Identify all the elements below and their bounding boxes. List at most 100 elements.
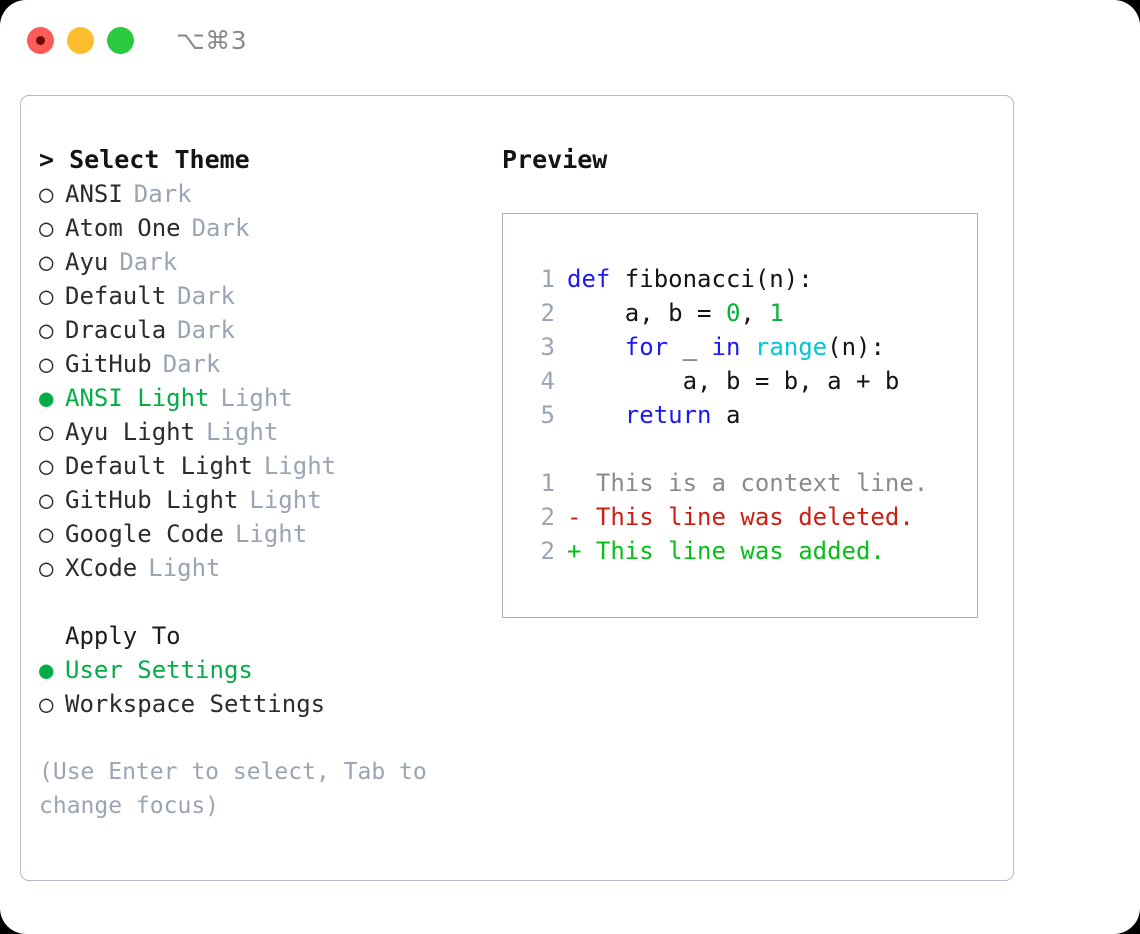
line-number: 1 bbox=[540, 265, 555, 293]
theme-option-github-light[interactable]: ○ GitHub Light Light bbox=[39, 483, 479, 517]
code-line: 4 a, b = b, a + b bbox=[503, 364, 977, 398]
line-number: 5 bbox=[540, 401, 555, 429]
code-line: 3 for _ in range(n): bbox=[503, 330, 977, 364]
list-spacer bbox=[39, 585, 479, 619]
code-token-kw: in bbox=[711, 333, 741, 361]
theme-name: ANSI bbox=[65, 180, 123, 208]
theme-name: ANSI Light bbox=[65, 384, 210, 412]
code-line-content: a, b = 0, 1 bbox=[567, 296, 784, 330]
close-button[interactable] bbox=[27, 26, 54, 54]
code-token-plain: fibonacci(n): bbox=[624, 265, 813, 293]
code-line-content: return a bbox=[567, 398, 741, 432]
theme-name: Default bbox=[65, 282, 167, 310]
code-line: 2 a, b = 0, 1 bbox=[503, 296, 977, 330]
radio-unselected-icon: ○ bbox=[39, 316, 54, 344]
theme-name: Atom One bbox=[65, 214, 181, 242]
code-line: 1 def fibonacci(n): bbox=[503, 262, 977, 296]
code-line-content: This is a context line. bbox=[567, 466, 928, 500]
minimize-button[interactable] bbox=[67, 26, 94, 54]
code-line: 5 return a bbox=[503, 398, 977, 432]
theme-option-google-code[interactable]: ○ Google Code Light bbox=[39, 517, 479, 551]
code-line: 1 This is a context line. bbox=[503, 466, 977, 500]
code-token-kw: def bbox=[567, 265, 625, 293]
radio-unselected-icon: ○ bbox=[39, 520, 54, 548]
code-line-content: def fibonacci(n): bbox=[567, 262, 813, 296]
radio-unselected-icon: ○ bbox=[39, 214, 54, 242]
theme-variant-tag: Light bbox=[220, 384, 293, 412]
radio-selected-icon: ● bbox=[39, 656, 54, 684]
code-token-plain: _ bbox=[668, 333, 712, 361]
theme-option-ansi[interactable]: ○ ANSI Dark bbox=[39, 177, 479, 211]
theme-variant-tag: Dark bbox=[119, 248, 178, 276]
maximize-button[interactable] bbox=[107, 26, 134, 54]
code-line-content: for _ in range(n): bbox=[567, 330, 885, 364]
theme-option-xcode[interactable]: ○ XCode Light bbox=[39, 551, 479, 585]
code-line: 2 + This line was added. bbox=[503, 534, 977, 568]
radio-unselected-icon: ○ bbox=[39, 486, 54, 514]
code-token-plain: (n): bbox=[827, 333, 885, 361]
radio-unselected-icon: ○ bbox=[39, 690, 54, 718]
theme-name: XCode bbox=[65, 554, 138, 582]
theme-variant-tag: Light bbox=[148, 554, 221, 582]
code-token-del: - This line was deleted. bbox=[567, 503, 914, 531]
keyboard-shortcut-label: ⌥⌘3 bbox=[176, 25, 248, 55]
code-token-fn: range bbox=[754, 333, 828, 361]
radio-unselected-icon: ○ bbox=[39, 180, 54, 208]
theme-option-dracula[interactable]: ○ Dracula Dark bbox=[39, 313, 479, 347]
code-token-kw: for bbox=[624, 333, 669, 361]
theme-variant-tag: Light bbox=[249, 486, 322, 514]
code-line: 2 - This line was deleted. bbox=[503, 500, 977, 534]
code-blank-line bbox=[503, 432, 977, 466]
code-token-num: 0 bbox=[725, 299, 741, 327]
line-number: 2 bbox=[540, 503, 555, 531]
radio-unselected-icon: ○ bbox=[39, 554, 54, 582]
theme-variant-tag: Dark bbox=[133, 180, 192, 208]
theme-option-default[interactable]: ○ Default Dark bbox=[39, 279, 479, 313]
theme-variant-tag: Light bbox=[234, 520, 308, 548]
select-theme-heading: > Select Theme bbox=[39, 145, 250, 174]
line-number: 2 bbox=[540, 299, 555, 327]
preview-heading: Preview bbox=[502, 145, 608, 174]
theme-variant-tag: Dark bbox=[177, 282, 235, 310]
line-number: 2 bbox=[540, 537, 555, 565]
theme-variant-tag: Dark bbox=[177, 316, 235, 344]
code-token-kw: return bbox=[624, 401, 712, 429]
recording-dot-icon bbox=[36, 35, 45, 45]
theme-name: Dracula bbox=[65, 316, 167, 344]
apply-to-label: Workspace Settings bbox=[65, 690, 326, 718]
code-line-content: + This line was added. bbox=[567, 534, 885, 568]
apply-to-option-user-settings[interactable]: ●User Settings bbox=[39, 653, 479, 687]
apply-to-option-workspace-settings[interactable]: ○ Workspace Settings bbox=[39, 687, 479, 721]
theme-name: GitHub Light bbox=[65, 486, 239, 514]
code-line-content: a, b = b, a + b bbox=[567, 364, 900, 398]
theme-name: Google Code bbox=[65, 520, 224, 548]
apply-to-list[interactable]: ●User Settings ○ Workspace Settings bbox=[39, 653, 479, 721]
window-titlebar: ⌥⌘3 bbox=[0, 0, 1140, 80]
code-token-plain bbox=[567, 401, 625, 429]
code-token-plain: a bbox=[711, 401, 741, 429]
radio-unselected-icon: ○ bbox=[39, 282, 54, 310]
theme-name: Ayu bbox=[65, 248, 109, 276]
code-token-add: + This line was added. bbox=[567, 537, 885, 565]
code-token-plain bbox=[740, 333, 754, 361]
line-number: 3 bbox=[540, 333, 555, 361]
radio-unselected-icon: ○ bbox=[39, 350, 54, 378]
theme-name: Ayu Light bbox=[65, 418, 196, 446]
window-controls bbox=[27, 26, 134, 54]
line-number: 1 bbox=[540, 469, 555, 497]
line-number: 4 bbox=[540, 367, 555, 395]
theme-name: GitHub bbox=[65, 350, 152, 378]
code-token-plain: a, b = bbox=[567, 299, 726, 327]
